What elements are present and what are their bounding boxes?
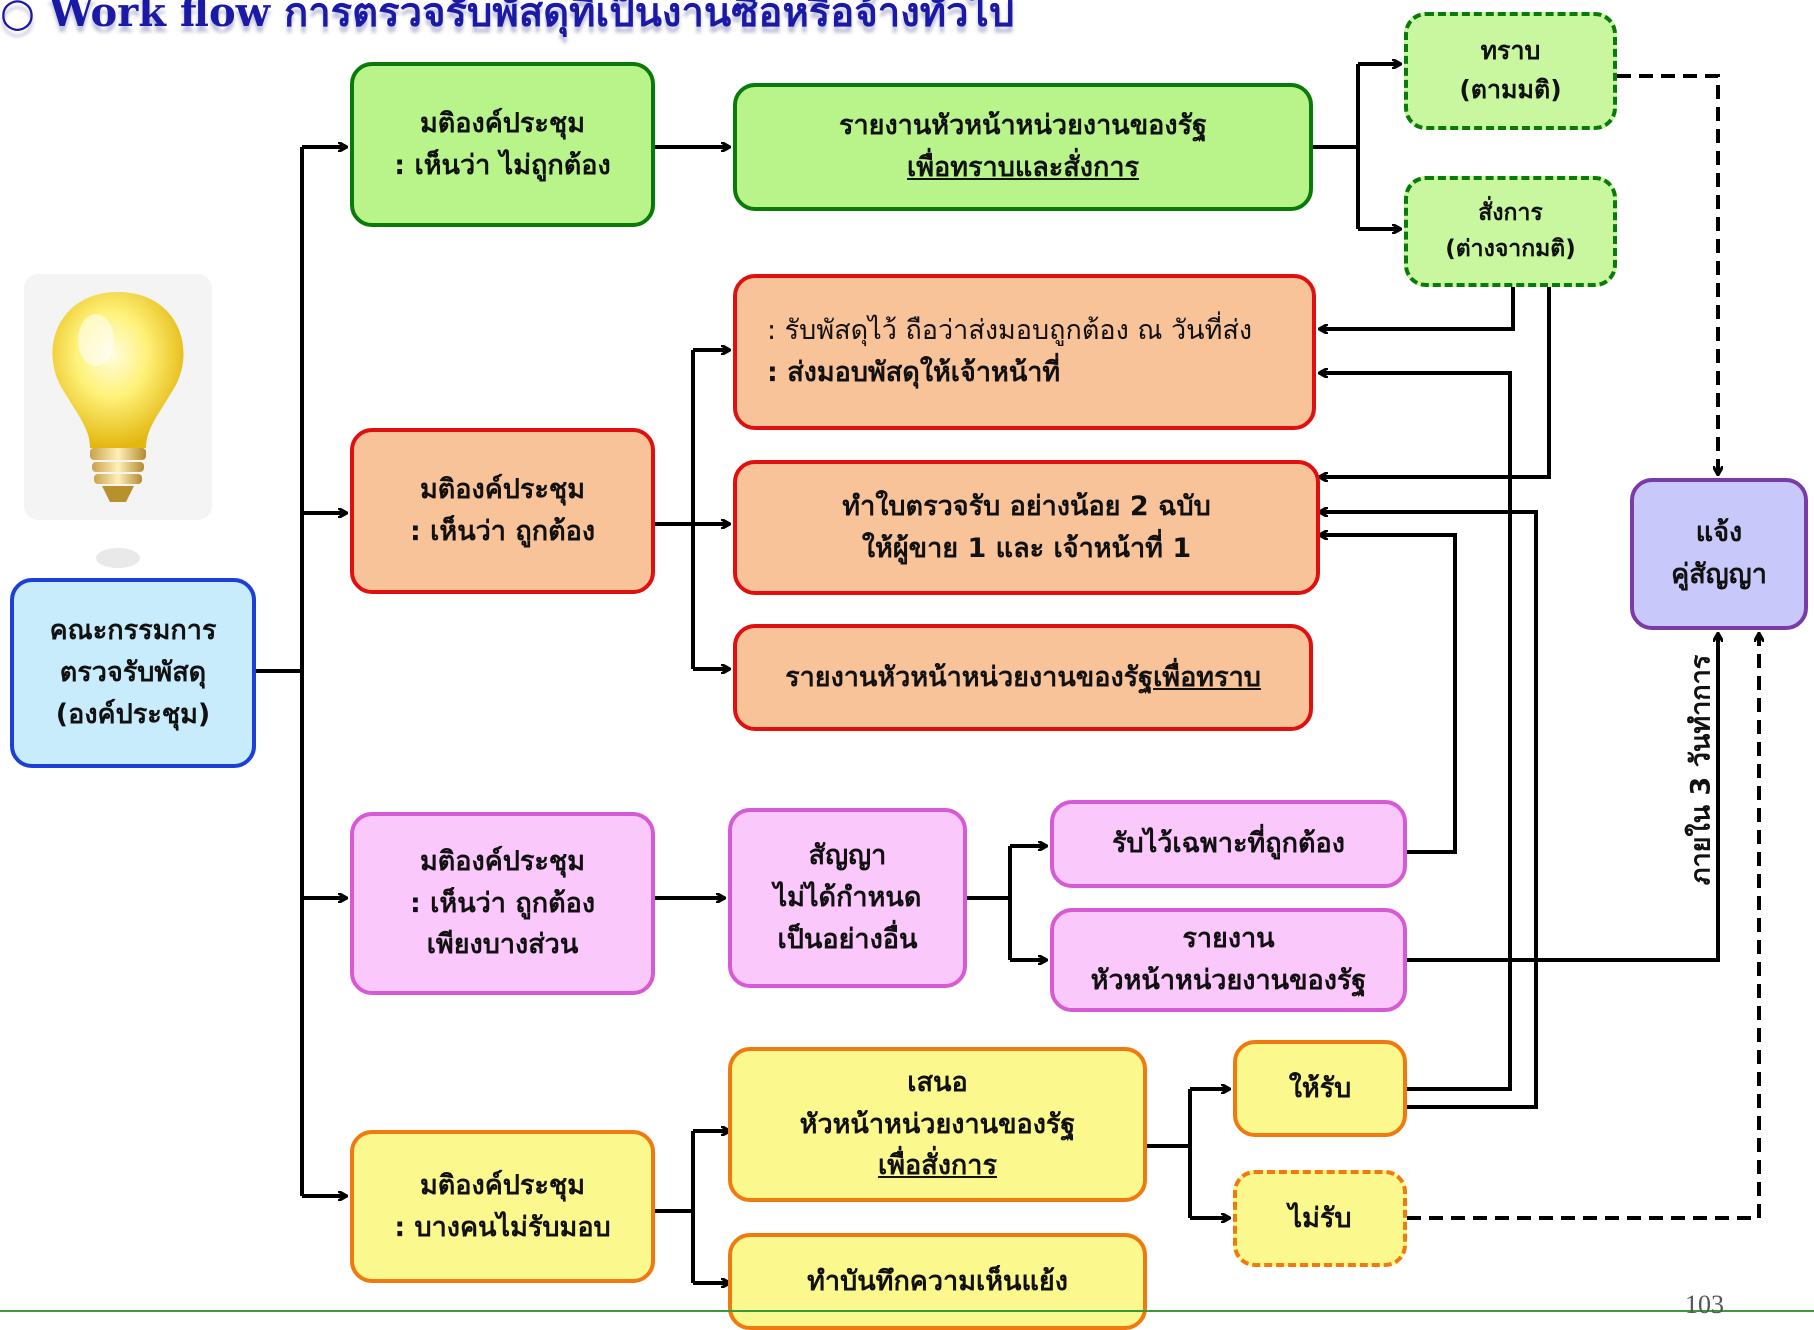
resolution-correct-line1: มติองค์ประชุม xyxy=(419,474,586,506)
notify-contractor-line2: คู่สัญญา xyxy=(1671,559,1767,590)
order-box: สั่งการ (ต่างจากมติ) xyxy=(1404,176,1617,287)
dissent-memo-text: ทำบันทึกความเห็นแย้ง xyxy=(807,1265,1068,1297)
order-line1: สั่งการ xyxy=(1478,199,1543,226)
resolution-partial-line2: : เห็นว่า ถูกต้อง xyxy=(409,887,596,919)
report-head-acknowledge-text: รายงานหัวหน้าหน่วยงานของรัฐเพื่อทราบ xyxy=(785,657,1261,699)
report-head-acknowledge-order-box: รายงานหัวหน้าหน่วยงานของรัฐ เพื่อทราบและ… xyxy=(733,83,1313,211)
report-head-line1: รายงานหัวหน้าหน่วยงานของรัฐ xyxy=(839,110,1207,142)
receive-supplies-box: : รับพัสดุไว้ ถือว่าส่งมอบถูกต้อง ณ วันท… xyxy=(733,274,1316,430)
accept-correct-only-text: รับไว้เฉพาะที่ถูกต้อง xyxy=(1112,828,1345,860)
acknowledge-box: ทราบ (ตามมติ) xyxy=(1404,12,1617,130)
receive-supplies-line1: : รับพัสดุไว้ ถือว่าส่งมอบถูกต้อง ณ วันท… xyxy=(767,315,1253,347)
order-line2: (ต่างจากมติ) xyxy=(1445,235,1576,262)
report-head-box: รายงาน หัวหน้าหน่วยงานของรัฐ xyxy=(1050,908,1407,1012)
reject-box: ไม่รับ xyxy=(1233,1170,1407,1267)
inspection-receipt-line2: ให้ผู้ขาย 1 และ เจ้าหน้าที่ 1 xyxy=(861,532,1192,564)
page-title: ○ Work flow การตรวจรับพัสดุที่เป็นงานซื้… xyxy=(0,0,1015,36)
resolution-dissent-line2: : บางคนไม่รับมอบ xyxy=(394,1211,611,1243)
report-head-acknowledge-box: รายงานหัวหน้าหน่วยงานของรัฐเพื่อทราบ xyxy=(733,624,1313,731)
propose-head-line1: เสนอ xyxy=(907,1066,968,1098)
resolution-dissent-line1: มติองค์ประชุม xyxy=(419,1169,586,1201)
notify-contractor-line1: แจ้ง xyxy=(1695,517,1743,549)
contract-unspecified-line3: เป็นอย่างอื่น xyxy=(777,923,918,955)
reject-text: ไม่รับ xyxy=(1288,1202,1352,1234)
report-head-line2: เพื่อทราบและสั่งการ xyxy=(907,152,1139,183)
committee-line1: คณะกรรมการ xyxy=(49,615,217,647)
inspection-receipt-box: ทำใบตรวจรับ อย่างน้อย 2 ฉบับ ให้ผู้ขาย 1… xyxy=(733,460,1320,595)
committee-line3: (องค์ประชุม) xyxy=(55,698,211,730)
deadline-label: ภายใน 3 วันทำการ xyxy=(1685,654,1717,886)
contract-unspecified-box: สัญญา ไม่ได้กำหนด เป็นอย่างอื่น xyxy=(728,808,967,988)
accept-correct-only-box: รับไว้เฉพาะที่ถูกต้อง xyxy=(1050,800,1407,888)
resolution-partial-line1: มติองค์ประชุม xyxy=(419,845,586,877)
inspection-receipt-line1: ทำใบตรวจรับ อย่างน้อย 2 ฉบับ xyxy=(842,490,1211,522)
resolution-incorrect-line1: มติองค์ประชุม xyxy=(419,107,586,139)
acknowledge-line2: (ตามมติ) xyxy=(1459,75,1562,104)
report-head-acknowledge-part1: รายงานหัวหน้าหน่วยงานของรัฐ xyxy=(785,661,1154,693)
contract-unspecified-line1: สัญญา xyxy=(808,840,887,872)
committee-line2: ตรวจรับพัสดุ xyxy=(59,657,207,689)
accept-text: ให้รับ xyxy=(1288,1072,1352,1104)
receive-supplies-line2: : ส่งมอบพัสดุให้เจ้าหน้าที่ xyxy=(767,357,1061,388)
resolution-incorrect-box: มติองค์ประชุม : เห็นว่า ไม่ถูกต้อง xyxy=(350,62,655,227)
resolution-dissent-box: มติองค์ประชุม : บางคนไม่รับมอบ xyxy=(350,1130,655,1283)
report-head-box-line2: หัวหน้าหน่วยงานของรัฐ xyxy=(1090,965,1367,996)
resolution-correct-line2: : เห็นว่า ถูกต้อง xyxy=(409,516,596,547)
accept-box: ให้รับ xyxy=(1233,1040,1407,1137)
contract-unspecified-line2: ไม่ได้กำหนด xyxy=(773,882,922,914)
footer-divider xyxy=(0,1310,1814,1312)
page-number: 103 xyxy=(1685,1290,1724,1319)
acknowledge-line1: ทราบ xyxy=(1480,36,1541,66)
dissent-memo-box: ทำบันทึกความเห็นแย้ง xyxy=(728,1233,1147,1330)
propose-head-line3: เพื่อสั่งการ xyxy=(878,1150,997,1182)
resolution-partial-box: มติองค์ประชุม : เห็นว่า ถูกต้อง เพียงบาง… xyxy=(350,812,655,995)
resolution-incorrect-line2: : เห็นว่า ไม่ถูกต้อง xyxy=(394,149,611,181)
resolution-correct-box: มติองค์ประชุม : เห็นว่า ถูกต้อง xyxy=(350,428,655,594)
resolution-partial-line3: เพียงบางส่วน xyxy=(426,929,579,961)
report-head-box-line1: รายงาน xyxy=(1182,923,1275,955)
notify-contractor-box: แจ้ง คู่สัญญา xyxy=(1630,478,1808,630)
committee-box: คณะกรรมการ ตรวจรับพัสดุ (องค์ประชุม) xyxy=(10,578,256,768)
propose-head-line2: หัวหน้าหน่วยงานของรัฐ xyxy=(799,1108,1076,1140)
propose-head-box: เสนอ หัวหน้าหน่วยงานของรัฐ เพื่อสั่งการ xyxy=(728,1047,1147,1202)
lightbulb-icon xyxy=(24,274,212,568)
report-head-acknowledge-part2: เพื่อทราบ xyxy=(1153,661,1261,693)
